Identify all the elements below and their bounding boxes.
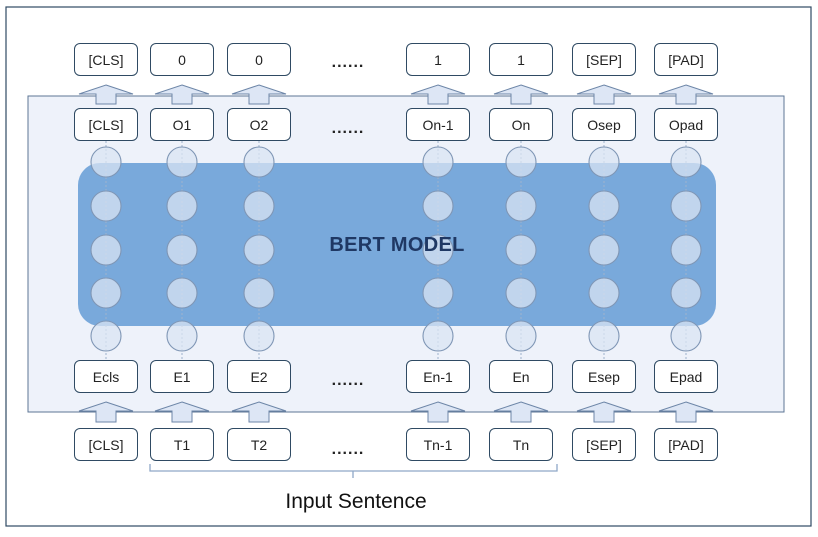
encoded-output-box: Osep	[572, 108, 636, 141]
encoded-output-box: Opad	[654, 108, 718, 141]
input-token-box: Tn-1	[406, 428, 470, 461]
hidden-unit-node	[90, 320, 122, 352]
hidden-unit-node	[243, 277, 275, 309]
hidden-unit-node	[166, 234, 198, 266]
hidden-unit-node	[670, 234, 702, 266]
up-arrow-icon	[576, 401, 632, 423]
output-label-box: [SEP]	[572, 43, 636, 76]
hidden-unit-node	[422, 320, 454, 352]
up-arrow-icon	[231, 401, 287, 423]
hidden-unit-node	[422, 146, 454, 178]
up-arrow-icon	[493, 84, 549, 105]
embedding-box: Esep	[572, 360, 636, 393]
hidden-unit-node	[588, 234, 620, 266]
input-token-box: T1	[150, 428, 214, 461]
node-layer	[90, 141, 702, 360]
hidden-unit-node	[166, 146, 198, 178]
hidden-unit-node	[588, 277, 620, 309]
hidden-unit-node	[670, 146, 702, 178]
hidden-unit-node	[90, 234, 122, 266]
embedding-box: En-1	[406, 360, 470, 393]
output-label-box: 0	[227, 43, 291, 76]
output-label-box: 1	[406, 43, 470, 76]
up-arrow-icon	[154, 401, 210, 423]
input-sentence-caption: Input Sentence	[285, 490, 427, 513]
encoded-output-box: [CLS]	[74, 108, 138, 141]
hidden-unit-node	[505, 277, 537, 309]
encoded-output-box: O1	[150, 108, 214, 141]
hidden-unit-node	[422, 190, 454, 222]
embedding-box: E1	[150, 360, 214, 393]
output-label-box: 0	[150, 43, 214, 76]
hidden-unit-node	[243, 190, 275, 222]
hidden-unit-node	[166, 320, 198, 352]
input-token-box: [CLS]	[74, 428, 138, 461]
up-arrow-icon	[576, 84, 632, 105]
arrow-layer	[78, 84, 714, 423]
hidden-unit-node	[90, 277, 122, 309]
up-arrow-icon	[493, 401, 549, 423]
hidden-unit-node	[670, 190, 702, 222]
output-label-box: 1	[489, 43, 553, 76]
up-arrow-icon	[410, 401, 466, 423]
hidden-unit-node	[243, 234, 275, 266]
encoded-output-box: O2	[227, 108, 291, 141]
hidden-unit-node	[422, 277, 454, 309]
up-arrow-icon	[410, 84, 466, 105]
ellipsis-output-row: ......	[331, 54, 365, 71]
up-arrow-icon	[154, 84, 210, 105]
hidden-unit-node	[422, 234, 454, 266]
ellipsis-encoded-row: ......	[331, 120, 365, 137]
up-arrow-icon	[658, 401, 714, 423]
output-label-box: [CLS]	[74, 43, 138, 76]
hidden-unit-node	[505, 234, 537, 266]
hidden-unit-node	[505, 320, 537, 352]
output-label-box: [PAD]	[654, 43, 718, 76]
up-arrow-icon	[658, 84, 714, 105]
hidden-unit-node	[588, 146, 620, 178]
hidden-unit-node	[243, 146, 275, 178]
embedding-box: E2	[227, 360, 291, 393]
embedding-box: En	[489, 360, 553, 393]
bert-model-block	[78, 163, 716, 326]
up-arrow-icon	[78, 84, 134, 105]
hidden-unit-node	[670, 320, 702, 352]
hidden-unit-node	[588, 320, 620, 352]
hidden-unit-node	[166, 277, 198, 309]
embedding-box: Epad	[654, 360, 718, 393]
input-token-box: Tn	[489, 428, 553, 461]
ellipsis-input-row: ......	[331, 441, 365, 458]
bert-model-label: BERT MODEL	[329, 234, 465, 256]
up-arrow-icon	[78, 401, 134, 423]
hidden-unit-node	[670, 277, 702, 309]
encoded-output-box: On-1	[406, 108, 470, 141]
ellipsis-embedding-row: ......	[331, 372, 365, 389]
hidden-unit-node	[90, 146, 122, 178]
hidden-unit-node	[90, 190, 122, 222]
up-arrow-icon	[231, 84, 287, 105]
input-token-box: T2	[227, 428, 291, 461]
input-token-box: [PAD]	[654, 428, 718, 461]
hidden-unit-node	[505, 190, 537, 222]
encoded-output-box: On	[489, 108, 553, 141]
hidden-unit-node	[588, 190, 620, 222]
hidden-unit-node	[243, 320, 275, 352]
embedding-box: Ecls	[74, 360, 138, 393]
hidden-unit-node	[166, 190, 198, 222]
input-token-box: [SEP]	[572, 428, 636, 461]
hidden-unit-node	[505, 146, 537, 178]
input-bracket	[149, 464, 558, 478]
